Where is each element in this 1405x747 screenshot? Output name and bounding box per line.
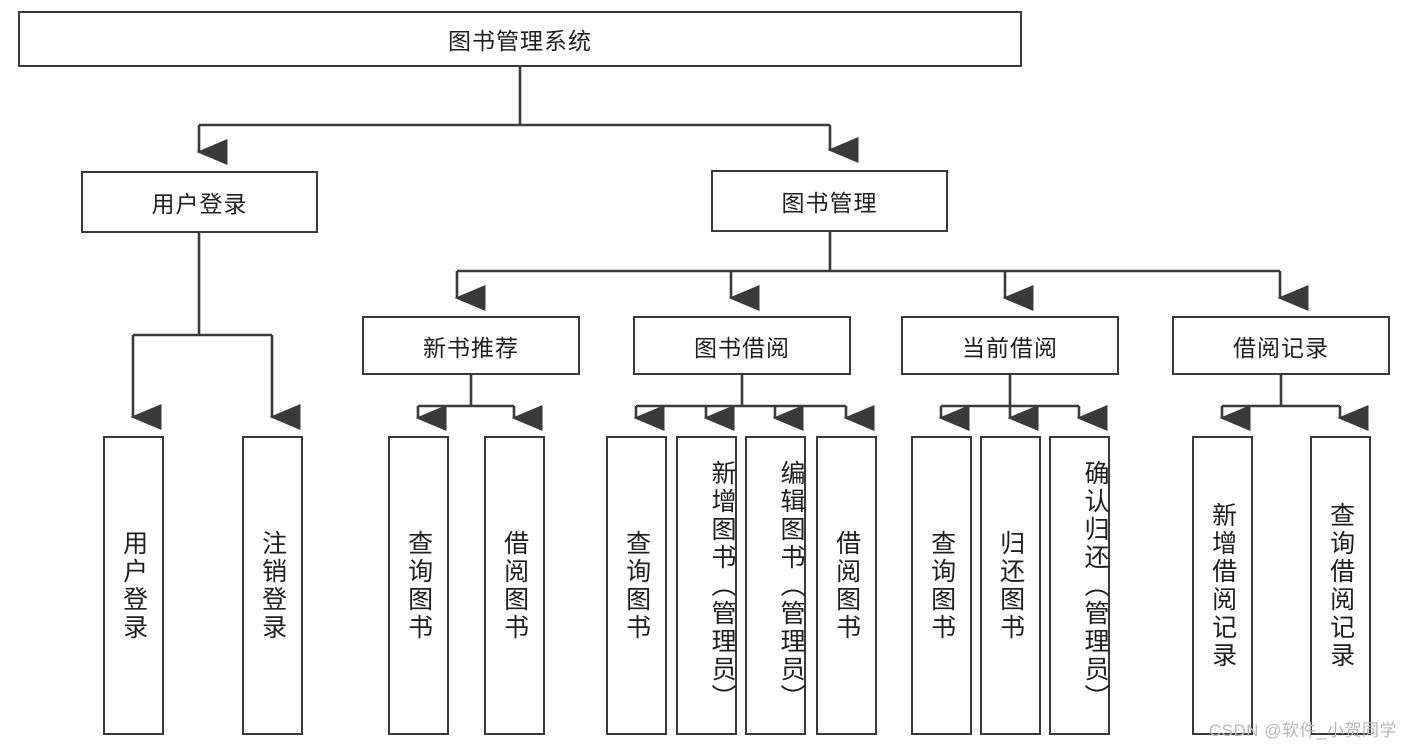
node-leaf-borrow-book-2-label: 借阅图书 <box>832 529 861 642</box>
node-leaf-logout-login[interactable]: 注销登录 <box>242 436 303 735</box>
node-new-book-recommend[interactable]: 新书推荐 <box>362 316 580 375</box>
node-leaf-logout-login-label: 注销登录 <box>258 529 287 642</box>
node-leaf-query-book-2[interactable]: 查询图书 <box>606 436 667 735</box>
node-leaf-borrow-book-1[interactable]: 借阅图书 <box>484 436 545 735</box>
node-leaf-return-book-label: 归还图书 <box>996 529 1025 642</box>
node-borrow-record[interactable]: 借阅记录 <box>1172 316 1390 375</box>
node-leaf-query-book-1[interactable]: 查询图书 <box>388 436 449 735</box>
node-leaf-borrow-book-2[interactable]: 借阅图书 <box>816 436 877 735</box>
node-user-login-label: 用户登录 <box>151 191 248 217</box>
node-borrow-record-label: 借阅记录 <box>1233 334 1329 361</box>
node-leaf-edit-book-admin[interactable]: 编辑图书（管理员） <box>745 436 806 735</box>
node-leaf-add-borrow-record-label: 新增借阅记录 <box>1208 501 1237 670</box>
csdn-watermark: CSDN @软件_小贺同学 <box>1208 721 1397 740</box>
node-book-management[interactable]: 图书管理 <box>711 170 948 232</box>
node-user-login[interactable]: 用户登录 <box>81 171 318 233</box>
node-book-management-label: 图书管理 <box>781 190 878 216</box>
node-leaf-return-book[interactable]: 归还图书 <box>980 436 1041 735</box>
node-leaf-add-book-admin[interactable]: 新增图书（管理员） <box>676 436 737 735</box>
node-leaf-query-borrow-record[interactable]: 查询借阅记录 <box>1310 436 1371 735</box>
node-leaf-edit-book-admin-label: 编辑图书（管理员） <box>777 459 805 712</box>
node-leaf-borrow-book-1-label: 借阅图书 <box>500 529 529 642</box>
node-leaf-confirm-return-admin-label: 确认归还（管理员） <box>1081 459 1109 712</box>
node-root[interactable]: 图书管理系统 <box>18 11 1022 67</box>
node-current-borrow-label: 当前借阅 <box>962 334 1058 361</box>
node-leaf-add-book-admin-label: 新增图书（管理员） <box>708 459 736 712</box>
node-leaf-user-login-label: 用户登录 <box>119 529 148 642</box>
node-book-borrow[interactable]: 图书借阅 <box>633 316 851 375</box>
node-leaf-add-borrow-record[interactable]: 新增借阅记录 <box>1192 436 1253 735</box>
node-book-borrow-label: 图书借阅 <box>694 334 790 361</box>
node-root-label: 图书管理系统 <box>448 28 592 54</box>
node-new-book-recommend-label: 新书推荐 <box>423 334 519 361</box>
node-leaf-query-book-2-label: 查询图书 <box>622 529 651 642</box>
node-leaf-query-borrow-record-label: 查询借阅记录 <box>1326 501 1355 670</box>
node-leaf-confirm-return-admin[interactable]: 确认归还（管理员） <box>1049 436 1110 735</box>
node-leaf-query-book-1-label: 查询图书 <box>404 529 433 642</box>
node-current-borrow[interactable]: 当前借阅 <box>901 316 1119 375</box>
node-leaf-query-book-3-label: 查询图书 <box>927 529 956 642</box>
node-leaf-user-login[interactable]: 用户登录 <box>103 436 164 735</box>
node-leaf-query-book-3[interactable]: 查询图书 <box>911 436 972 735</box>
